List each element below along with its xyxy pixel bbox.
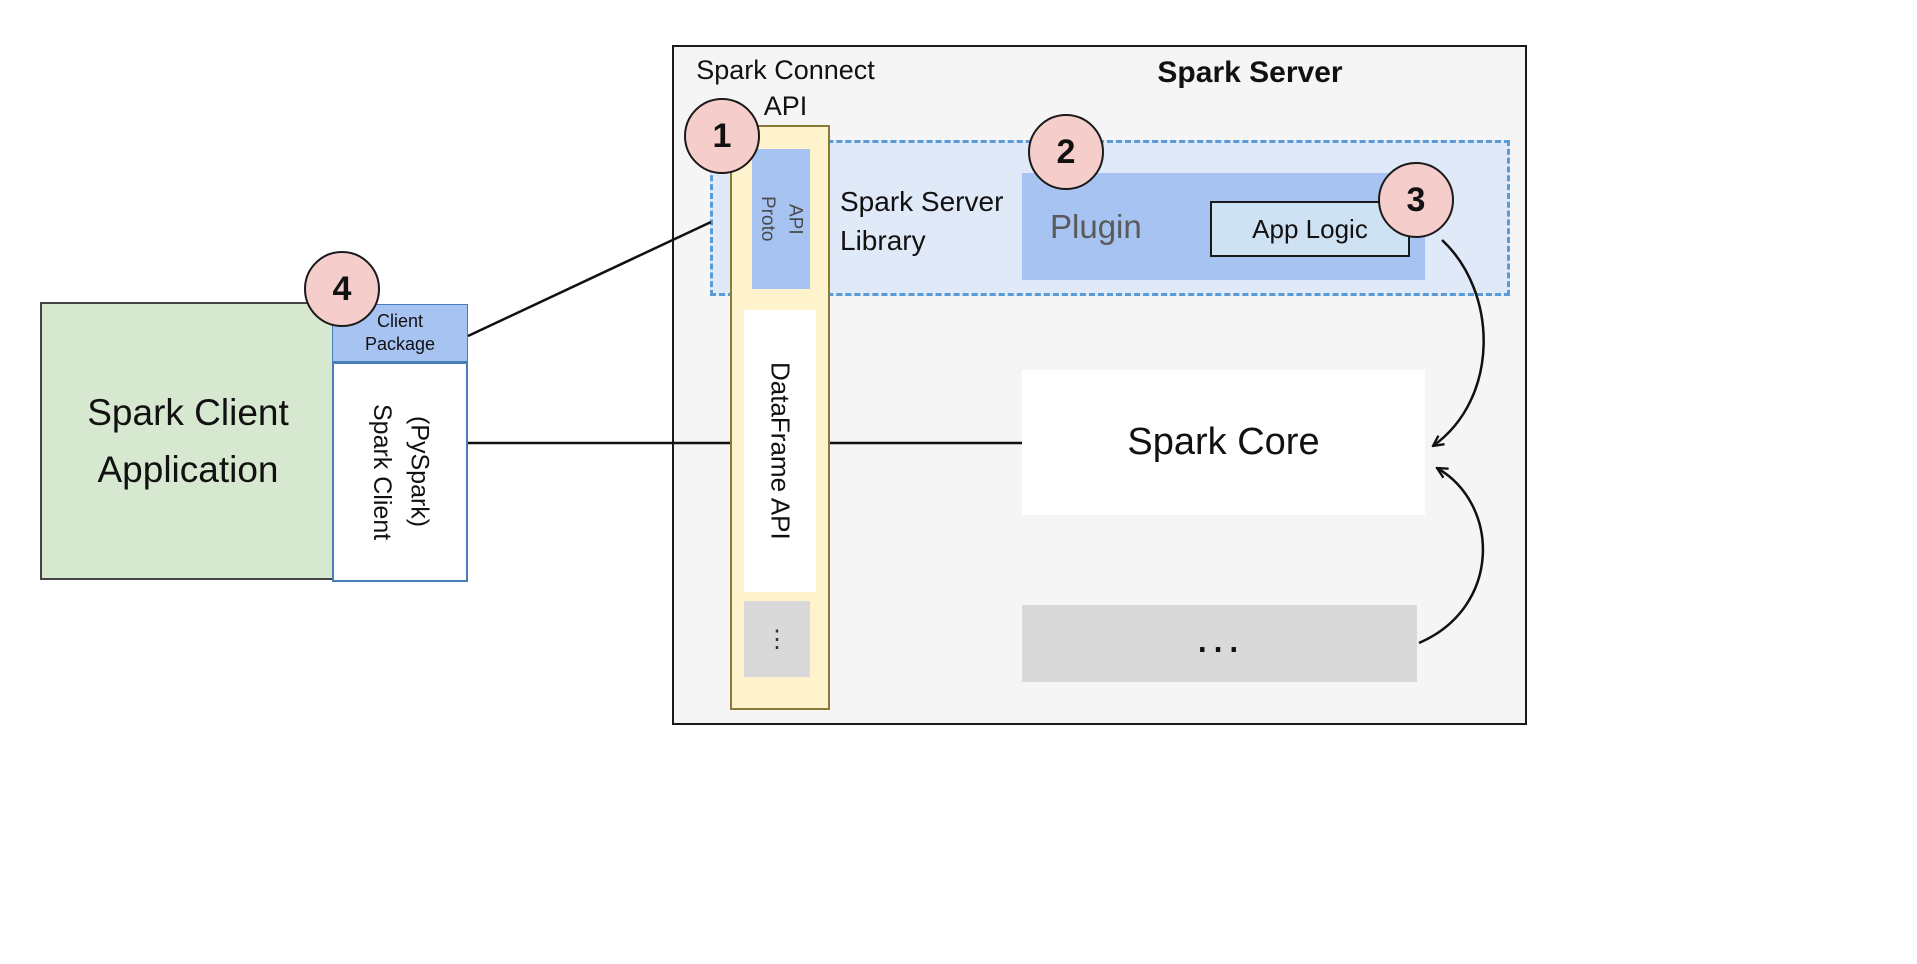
api-column-ellipsis-box: ⋮: [744, 601, 810, 677]
server-title: Spark Server: [1157, 56, 1343, 89]
step-badge-4: 4: [304, 251, 380, 327]
dataframe-api-label: DataFrame API: [765, 362, 796, 540]
spark-client-pyspark-label-line2: (PySpark): [405, 416, 434, 528]
server-library-label-line1: Spark Server: [840, 186, 1004, 217]
spark-client-pyspark-label-line1: Spark Client: [368, 403, 396, 541]
proto-api-label-line2: API: [784, 203, 806, 235]
spark-connect-api-label: Spark Connect API: [678, 52, 893, 125]
step-badge-2: 2: [1028, 114, 1104, 190]
client-package-label-line1: Client: [376, 310, 424, 331]
client-package-label-line2: Package: [364, 334, 436, 354]
spark-client-pyspark-label: Spark Client (PySpark): [363, 404, 438, 540]
api-column-ellipsis: ⋮: [765, 625, 789, 653]
spark-core-label: Spark Core: [1127, 421, 1320, 463]
proto-api-label: Proto API: [753, 196, 808, 241]
step-badge-1: 1: [684, 98, 760, 174]
proto-api-label-line1: Proto: [757, 196, 778, 242]
dataframe-api-box: DataFrame API: [744, 310, 816, 592]
spark-client-application-box: Spark Client Application: [40, 302, 336, 580]
spark-client-pyspark-box: Spark Client (PySpark): [332, 362, 468, 582]
server-ellipsis: ...: [1195, 609, 1244, 662]
app-logic-label: App Logic: [1252, 213, 1368, 244]
spark-core-box: Spark Core: [1022, 370, 1425, 515]
plugin-label: Plugin: [1050, 207, 1142, 245]
client-app-label-line2: Application: [97, 449, 279, 490]
server-library-label: Spark Server Library: [840, 182, 1060, 260]
step-badge-3: 3: [1378, 162, 1454, 238]
app-logic-box: App Logic: [1210, 201, 1410, 257]
proto-api-box: Proto API: [752, 149, 810, 289]
server-ellipsis-box: ...: [1022, 605, 1417, 682]
spark-connect-api-label-line1: Spark Connect: [696, 55, 875, 85]
spark-connect-api-label-line2: API: [763, 91, 808, 122]
server-library-label-line2: Library: [840, 225, 926, 257]
client-app-label-line1: Spark Client: [87, 391, 289, 433]
